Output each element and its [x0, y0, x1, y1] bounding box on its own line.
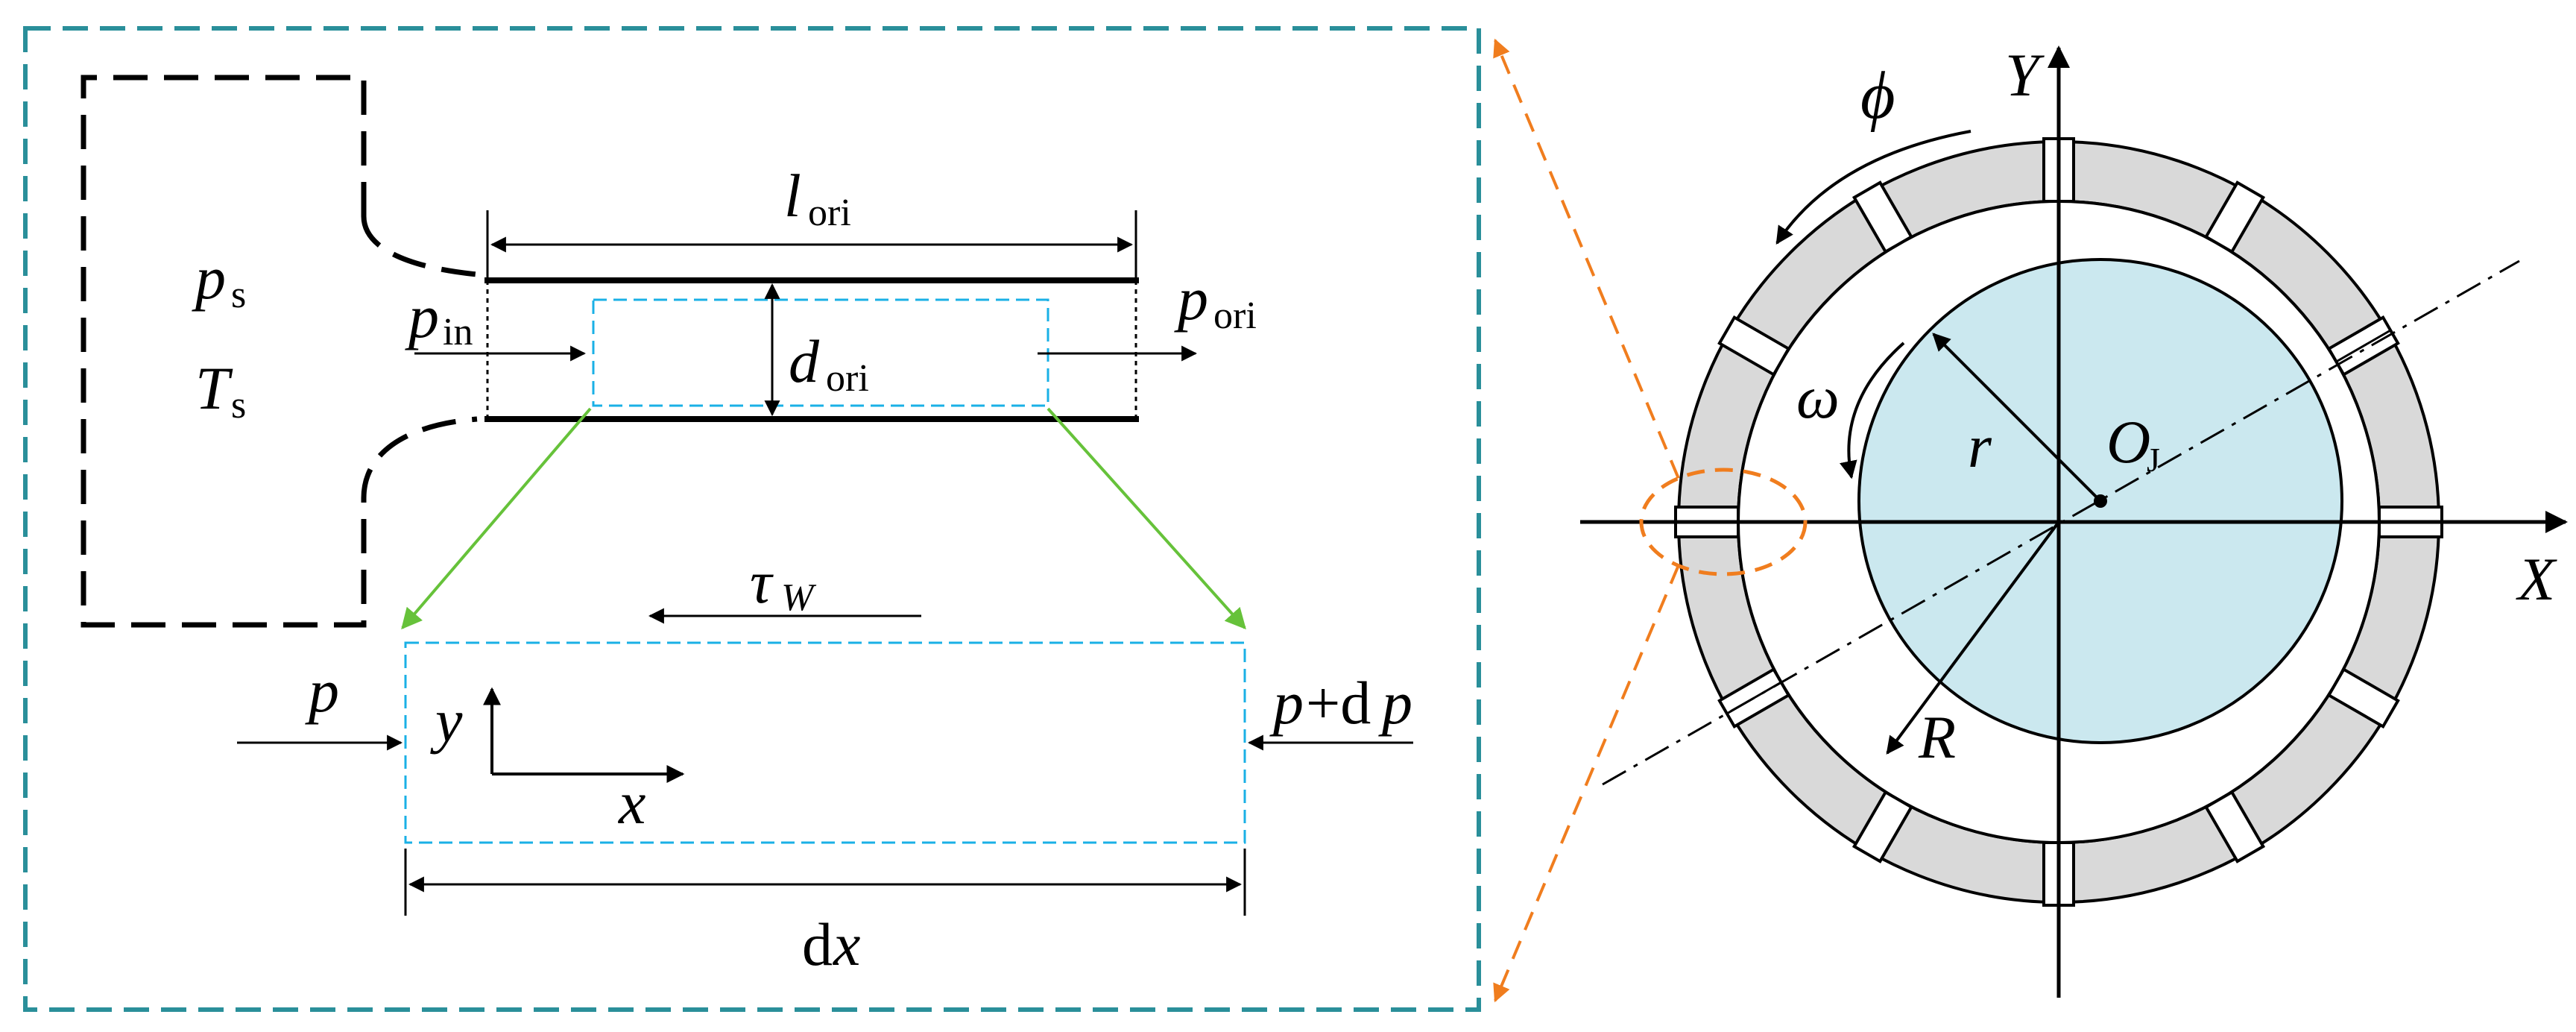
svg-text:ori: ori — [1213, 295, 1257, 337]
svg-text:s: s — [231, 384, 246, 427]
control-volume-large — [404, 641, 1246, 844]
label-r-small: r — [1968, 412, 1992, 480]
svg-text:τ: τ — [750, 548, 774, 616]
connector-bottom — [1493, 536, 1692, 1003]
svg-text:p: p — [405, 283, 439, 350]
svg-text:ori: ori — [808, 192, 851, 234]
label-pori: p ori — [1174, 265, 1257, 337]
svg-text:x: x — [833, 910, 860, 978]
omega-rotation-arrow — [1840, 342, 1905, 479]
zoom-line-right — [1046, 407, 1246, 630]
label-axis-x-big: X — [2516, 545, 2557, 613]
svg-text:W: W — [781, 576, 817, 619]
svg-text:p: p — [1378, 669, 1412, 737]
svg-text:+d: +d — [1306, 669, 1371, 737]
label-ts: T s — [195, 354, 246, 427]
svg-text:d: d — [802, 910, 833, 978]
label-axis-y-big: Y — [2005, 41, 2045, 109]
label-tau: τ W — [750, 548, 817, 619]
phi-rotation-arrow — [1775, 130, 1972, 245]
control-volume-small — [592, 298, 1049, 407]
svg-text:s: s — [231, 274, 246, 316]
label-dori: d ori — [789, 327, 869, 400]
svg-text:J: J — [2147, 441, 2160, 479]
svg-text:O: O — [2106, 408, 2150, 476]
label-lori: l ori — [784, 162, 851, 234]
radius-R-arrow — [1886, 520, 2060, 755]
orifice-highlight — [1639, 468, 1808, 576]
label-oj: O J — [2106, 408, 2160, 479]
svg-text:T: T — [195, 354, 233, 422]
radius-r-arrow — [1932, 333, 2102, 503]
label-R-big: R — [1918, 703, 1956, 771]
svg-text:p: p — [1269, 669, 1304, 737]
svg-text:d: d — [789, 327, 820, 395]
label-omega: ω — [1796, 363, 1840, 431]
detail-frame — [23, 26, 1481, 1012]
svg-text:p: p — [192, 244, 226, 312]
svg-text:ori: ori — [826, 357, 869, 400]
zoom-line-left — [401, 407, 592, 630]
supply-chamber — [80, 75, 478, 628]
connector-top — [1493, 38, 1692, 508]
label-pin: p in — [405, 283, 473, 353]
label-phi: ϕ — [1860, 59, 1895, 133]
journal-center-dot — [2094, 494, 2107, 508]
label-axis-y-small: y — [430, 687, 463, 755]
label-p-left: p — [305, 657, 339, 725]
svg-text:p: p — [1174, 265, 1208, 333]
label-dx: d x — [802, 910, 860, 978]
svg-text:in: in — [443, 311, 473, 353]
label-p-dp: p +d p — [1269, 669, 1412, 737]
svg-text:l: l — [784, 162, 801, 230]
label-axis-x-small: x — [618, 769, 645, 837]
label-ps: p s — [192, 244, 246, 316]
